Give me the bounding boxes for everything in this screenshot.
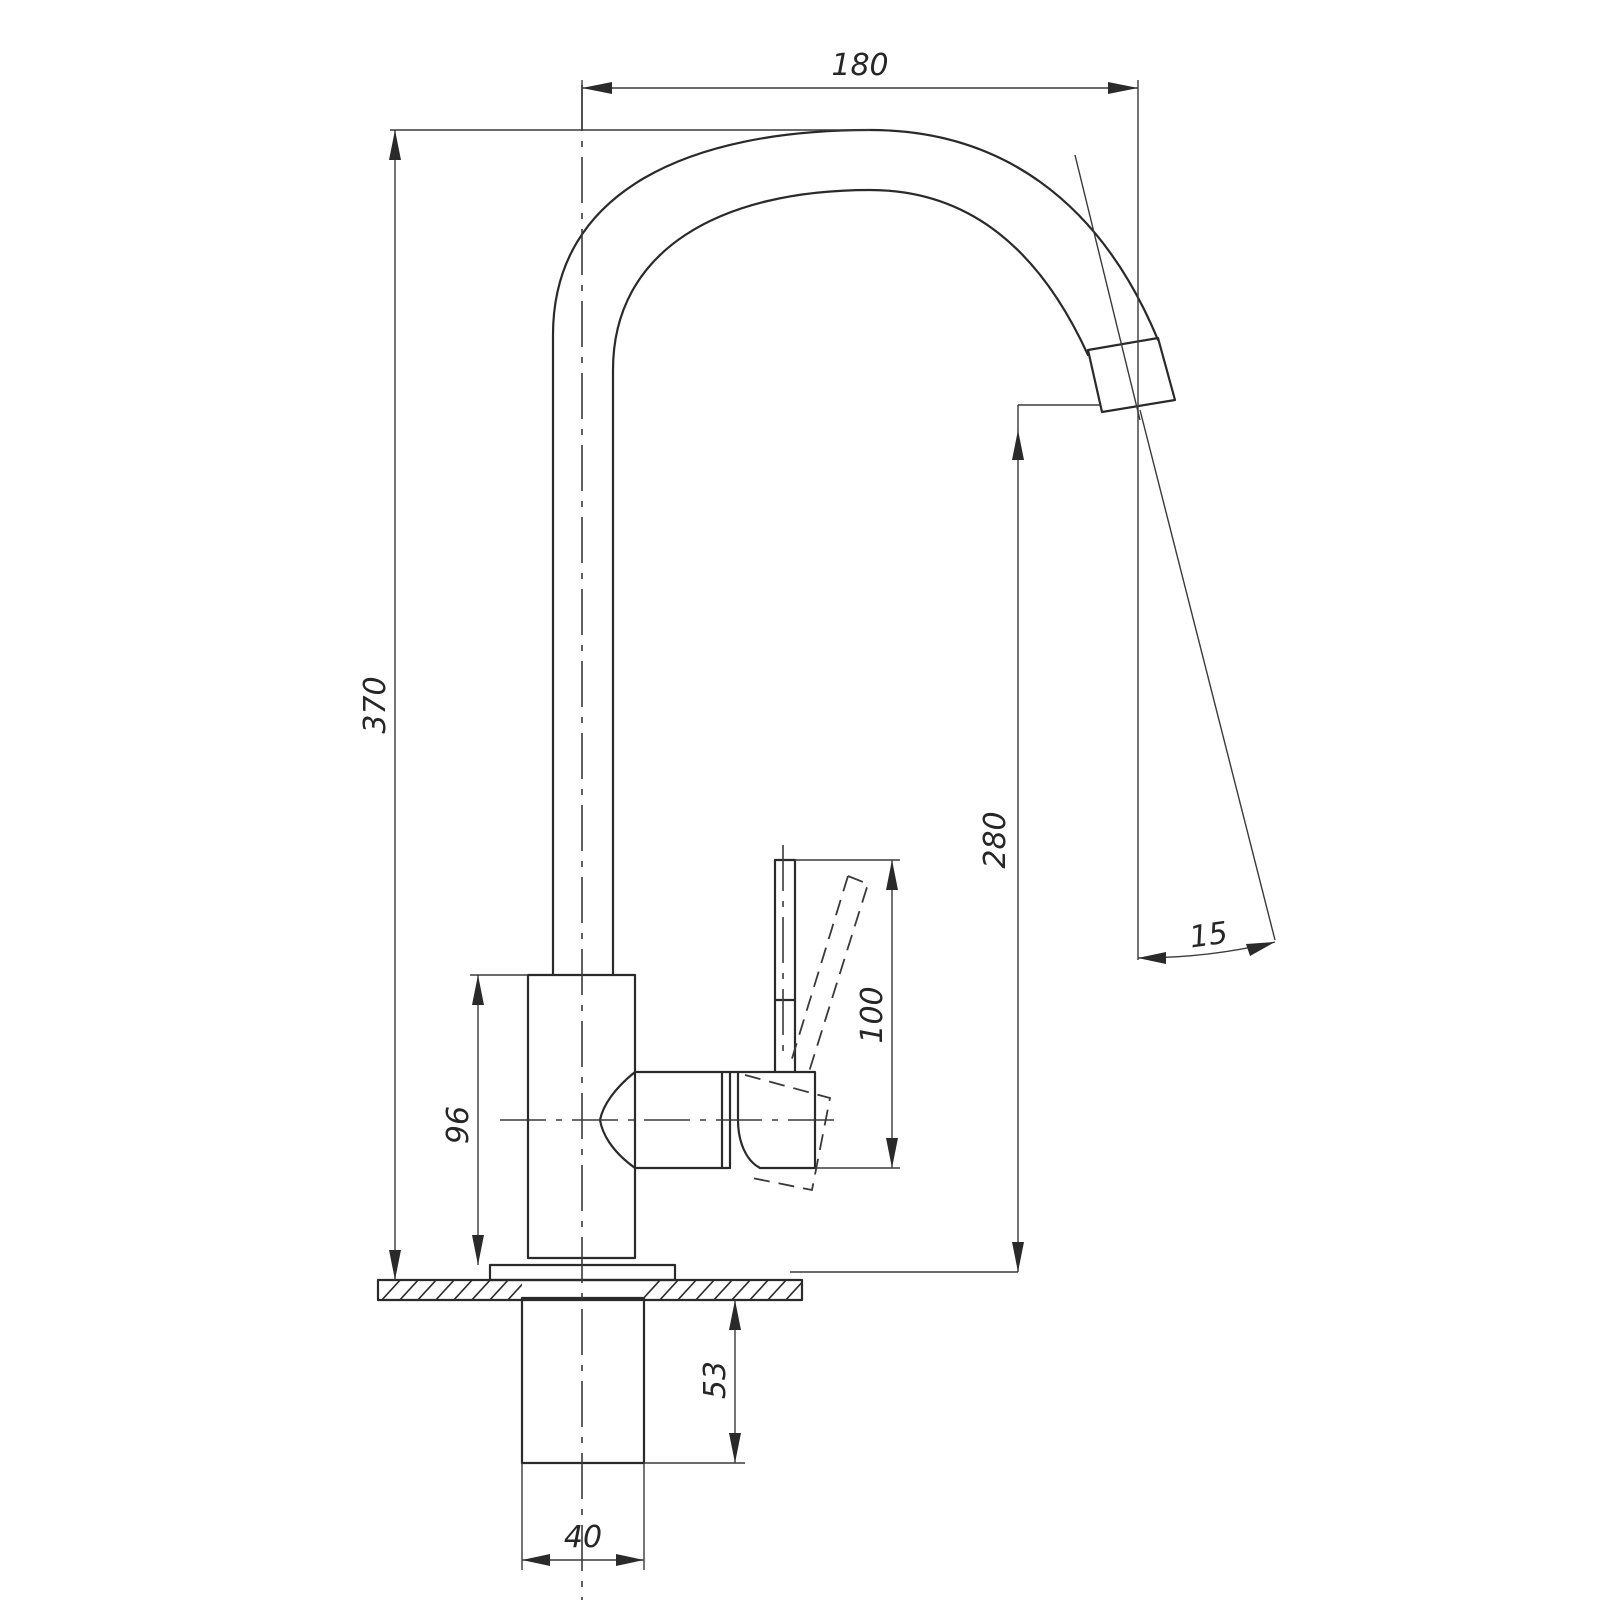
handle-swung (744, 1074, 832, 1192)
main-body (526, 973, 637, 1260)
dimension-label-53: 53 (698, 1361, 733, 1399)
dimension-40: 40 (521, 1463, 645, 1570)
lever-swung (789, 875, 870, 1076)
dimension-15: 15 (1137, 395, 1276, 964)
dimension-100: 100 (795, 859, 900, 1169)
hatch-right (644, 1280, 802, 1300)
dimension-label-15: 15 (1187, 916, 1230, 956)
spout-inner-curve (611, 188, 1090, 977)
countertop-section (376, 1278, 804, 1302)
handle-cap (728, 1070, 817, 1170)
dimension-180: 180 (581, 48, 1139, 395)
dimension-280: 280 (790, 404, 1100, 1273)
dimension-96: 96 (441, 974, 528, 1265)
spout-axis-line (1074, 154, 1141, 421)
countertop-outline (376, 1278, 804, 1302)
dimension-370: 370 (358, 129, 870, 1280)
dimension-label-280: 280 (978, 811, 1013, 868)
dimension-label-96: 96 (441, 1106, 476, 1144)
dimension-label-180: 180 (831, 48, 888, 83)
lever-upright (773, 858, 797, 1074)
handle-mount (598, 1070, 732, 1170)
faucet-outline (488, 128, 1177, 1465)
dimension-53: 53 (644, 1300, 745, 1464)
dimension-label-370: 370 (358, 676, 393, 733)
spout-outer-curve (551, 128, 1160, 977)
shank (520, 1296, 646, 1465)
aerator (1086, 336, 1177, 414)
dimension-label-100: 100 (855, 986, 890, 1043)
hatch-left (380, 1280, 522, 1300)
dimension-label-40: 40 (564, 1520, 602, 1555)
